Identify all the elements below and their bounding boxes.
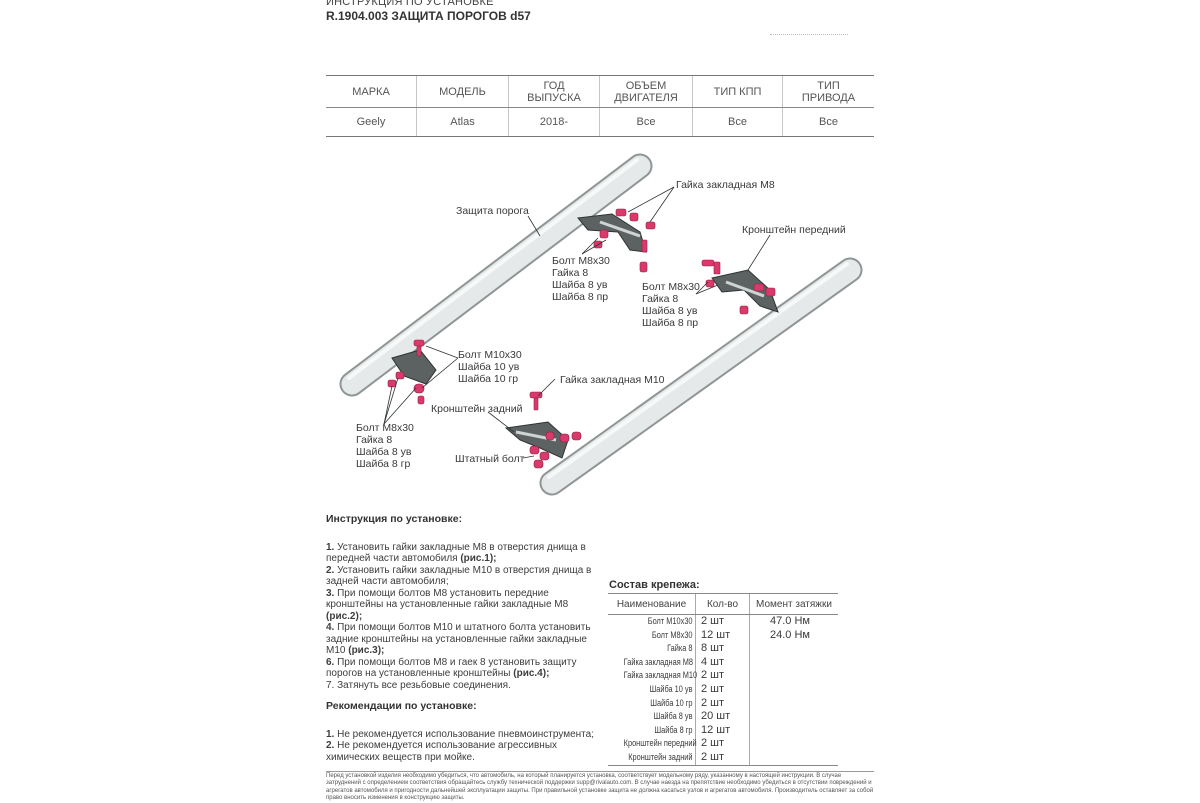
fastener-torque: 24.0 Нм (770, 628, 810, 641)
fasteners-table-bottom-rule (608, 764, 838, 767)
group-front-right-4: Шайба 8 пр (642, 317, 698, 329)
fastener-qty: 2 шт (701, 615, 725, 627)
label-rear-bracket: Кронштейн задний (431, 403, 523, 415)
fastener-qty: 2 шт (701, 750, 725, 763)
front-bracket-left (577, 213, 647, 253)
header-brand: МАРКА (326, 76, 417, 107)
label-front-bracket: Кронштейн передний (742, 224, 846, 236)
value-model: Atlas (417, 108, 509, 136)
instruction-step: 1. Установить гайки закладные М8 в отвер… (326, 541, 586, 565)
group-front-right-3: Шайба 8 ув (642, 305, 698, 317)
fastener-name: Шайба 8 ув (653, 711, 693, 722)
instruction-step: 4. При помощи болтов М10 и штатного болт… (326, 622, 591, 656)
group-rear-4: Шайба 8 гр (356, 458, 410, 470)
instruction-step: 2. Установить гайки закладные М10 в отве… (326, 564, 592, 588)
header-drive: ТИП ПРИВОДА (801, 79, 856, 104)
fastener-qty: 2 шт (701, 682, 725, 695)
fastener-qty: 2 шт (701, 737, 725, 750)
leader-lines (383, 186, 771, 459)
label-guard: Защита порога (456, 205, 529, 217)
group-rear-1: Болт М8х30 (356, 422, 414, 434)
fastener-name: Болт М10х30 (647, 616, 693, 626)
value-engine: Все (600, 108, 693, 136)
fastener-name: Шайба 10 гр (650, 697, 693, 708)
value-year: 2018- (509, 108, 600, 136)
fastener-name: Шайба 8 гр (654, 724, 693, 735)
brand-mark (770, 34, 848, 37)
fastener-torques: 47.0 Нм 24.0 Нм (750, 615, 838, 765)
fastener-name: Гайка закладная М10 (623, 670, 698, 681)
header-qty: Кол-во (696, 594, 750, 614)
left-step-tube (339, 153, 653, 397)
right-step-tube (539, 257, 863, 496)
group-front-right-1: Болт М8х30 (642, 281, 700, 293)
fastener-qty: 4 шт (701, 655, 725, 668)
value-drive: Все (819, 116, 838, 128)
header-engine: ОБЪЕМ ДВИГАТЕЛЯ (600, 76, 693, 107)
fasteners-table-body: Болт М10х30 Болт М8х30 Гайка 8 Гайка зак… (608, 615, 838, 765)
instruction-step: 6. При помощи болтов М8 и гаек 8 установ… (326, 656, 577, 680)
fastener-torque: 47.0 Нм (770, 615, 810, 627)
fasteners-rear-right (529, 391, 582, 469)
fastener-qty: 20 шт (701, 710, 731, 723)
fastener-name: Болт М8х30 (651, 629, 693, 640)
header-torque: Момент затяжки (756, 598, 832, 610)
fastener-qty: 12 шт (701, 723, 731, 736)
group-front-right-2: Гайка 8 (642, 293, 678, 305)
fastener-names: Болт М10х30 Болт М8х30 Гайка 8 Гайка зак… (608, 615, 698, 765)
fasteners-table: Наименование Кол-во Момент затяжки Болт … (608, 593, 838, 767)
instruction-step: 7. Затянуть все резьбовые соединения. (326, 679, 511, 691)
label-nut-m8: Гайка закладная М8 (676, 179, 775, 191)
rear-bracket-right (504, 421, 569, 459)
recommendations-title: Рекомендации по установке: (326, 700, 477, 712)
recommendation-item: 2. Не рекомендуется использование агресс… (326, 740, 557, 763)
assembly-diagram: Защита порога Гайка закладная М8 Кронште… (339, 153, 863, 496)
header-name: Наименование (608, 594, 696, 614)
doc-header-line1: ИНСТРУКЦИЯ ПО УСТАНОВКЕ (326, 0, 494, 8)
instructions-title: Инструкция по установке: (326, 513, 463, 525)
instructions-block: Инструкция по установке: 1. Установить г… (326, 513, 606, 763)
instruction-step: 3. При помощи болтов М8 установить перед… (326, 587, 569, 622)
disclaimer-footer: Перед установкой изделия необходимо убед… (326, 771, 874, 802)
fasteners-front-right (701, 259, 776, 315)
group-rear-3: Шайба 8 ув (356, 446, 412, 458)
fastener-qty: 2 шт (701, 696, 725, 709)
header-gearbox: ТИП КПП (693, 76, 783, 107)
fasteners-rear-left (387, 339, 425, 405)
label-nut-m10: Гайка закладная М10 (560, 374, 665, 386)
group-m10-1: Болт М10х30 (458, 349, 522, 361)
group-m10-3: Шайба 10 гр (458, 373, 518, 385)
recommendation-item: 1. Не рекомендуется использование пневмо… (326, 728, 594, 740)
value-gearbox: Все (693, 108, 783, 136)
group-rear-2: Гайка 8 (356, 434, 392, 446)
fasteners-title: Состав крепежа: (609, 579, 700, 591)
front-bracket-right (711, 269, 779, 313)
fastener-name: Кронштейн задний (628, 751, 693, 762)
fastener-qty: 2 шт (701, 669, 725, 682)
fastener-qtys: 2 шт 12 шт 8 шт 4 шт 2 шт 2 шт 2 шт 20 ш… (696, 615, 750, 765)
vehicle-table-header: МАРКА МОДЕЛЬ ГОД ВЫПУСКА ОБЪЕМ ДВИГАТЕЛЯ… (326, 76, 874, 108)
vehicle-table: МАРКА МОДЕЛЬ ГОД ВЫПУСКА ОБЪЕМ ДВИГАТЕЛЯ… (326, 75, 874, 137)
label-std-bolt: Штатный болт (455, 453, 525, 465)
doc-title: R.1904.003 ЗАЩИТА ПОРОГОВ d57 (326, 9, 531, 23)
group-front-left-2: Гайка 8 (552, 267, 588, 279)
header-year: ГОД ВЫПУСКА (509, 76, 600, 107)
fastener-name: Гайка закладная М8 (623, 656, 694, 667)
fastener-name: Шайба 10 ув (649, 683, 693, 694)
fastener-qty: 12 шт (701, 628, 731, 641)
group-front-left-3: Шайба 8 ув (552, 279, 608, 291)
fastener-name: Кронштейн передний (623, 738, 697, 749)
header-model: МОДЕЛЬ (417, 76, 509, 107)
group-front-left-1: Болт М8х30 (552, 255, 610, 267)
value-brand: Geely (326, 108, 417, 136)
fasteners-table-header: Наименование Кол-во Момент затяжки (608, 593, 838, 615)
group-m10-2: Шайба 10 ув (458, 361, 520, 373)
vehicle-table-row: Geely Atlas 2018- Все Все Все (326, 108, 874, 136)
fastener-name: Гайка 8 (667, 643, 693, 654)
group-front-left-4: Шайба 8 пр (552, 291, 608, 303)
fastener-qty: 8 шт (701, 642, 725, 655)
